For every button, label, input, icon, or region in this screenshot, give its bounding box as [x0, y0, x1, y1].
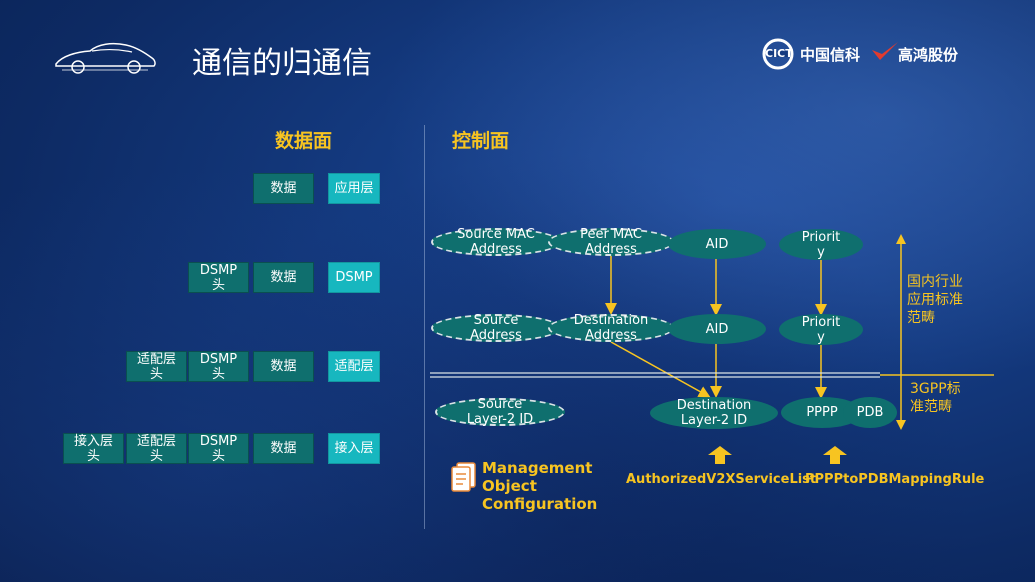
control-plane-heading: 控制面	[452, 130, 510, 152]
management-object-config: Management Object Configuration	[482, 459, 598, 513]
destination-address: Destination Address	[548, 313, 674, 343]
plane-divider	[424, 125, 425, 529]
arrow-dest-to-dest-l2	[610, 341, 711, 398]
domestic-scope-label: 国内行业 应用标准 范畴	[907, 274, 963, 326]
scope-arrow-up	[896, 234, 906, 244]
cict-mark-icon	[762, 38, 794, 70]
arrow-up-icon	[708, 446, 732, 464]
document-icon	[451, 462, 476, 492]
car-outline-icon	[55, 42, 156, 74]
data-plane-heading: 数据面	[275, 130, 333, 152]
dsmp-header-cell: DSMP 头	[188, 351, 249, 382]
aid-node: AID	[668, 314, 766, 344]
gaohong-logo-icon	[872, 42, 898, 60]
layer-app: 应用层	[328, 173, 380, 204]
access-header-cell: 接入层 头	[63, 433, 124, 464]
scope-arrow-down	[896, 420, 906, 430]
rule-authorized-v2x-service-list: AuthorizedV2XServiceList	[626, 472, 817, 487]
destination-layer2-id: Destination Layer-2 ID	[650, 397, 778, 429]
cict-name: 中国信科	[800, 46, 861, 64]
cict-mark-text: CICT	[765, 47, 793, 60]
data-cell: 数据	[253, 262, 314, 293]
rule-pppp-to-pdb-mapping: PPPPtoPDBMappingRule	[805, 472, 985, 487]
gaohong-name: 高鸿股份	[898, 46, 959, 64]
source-layer2-id: Source Layer-2 ID	[435, 397, 565, 427]
aid-node: AID	[668, 229, 766, 259]
cict-logo: CICT	[762, 38, 794, 70]
source-mac-address: Source MAC Address	[431, 227, 561, 257]
adapt-header-cell: 适配层 头	[126, 351, 187, 382]
peer-mac-address: Peer MAC Address	[548, 227, 674, 257]
3gpp-scope-label: 3GPP标 准范畴	[910, 381, 961, 415]
source-address: Source Address	[431, 313, 561, 343]
data-cell: 数据	[253, 433, 314, 464]
page-title: 通信的归通信	[192, 46, 372, 81]
layer-access: 接入层	[328, 433, 380, 464]
dsmp-header-cell: DSMP 头	[188, 433, 249, 464]
layer-dsmp: DSMP	[328, 262, 380, 293]
layer-adapt: 适配层	[328, 351, 380, 382]
dsmp-header-cell: DSMP 头	[188, 262, 249, 293]
pdb-node: PDB	[843, 397, 897, 428]
data-cell: 数据	[253, 173, 314, 204]
adapt-header-cell: 适配层 头	[126, 433, 187, 464]
arrow-up-icon	[823, 446, 847, 464]
data-cell: 数据	[253, 351, 314, 382]
priority-node: Priorit y	[779, 229, 863, 260]
priority-node: Priorit y	[779, 314, 863, 345]
